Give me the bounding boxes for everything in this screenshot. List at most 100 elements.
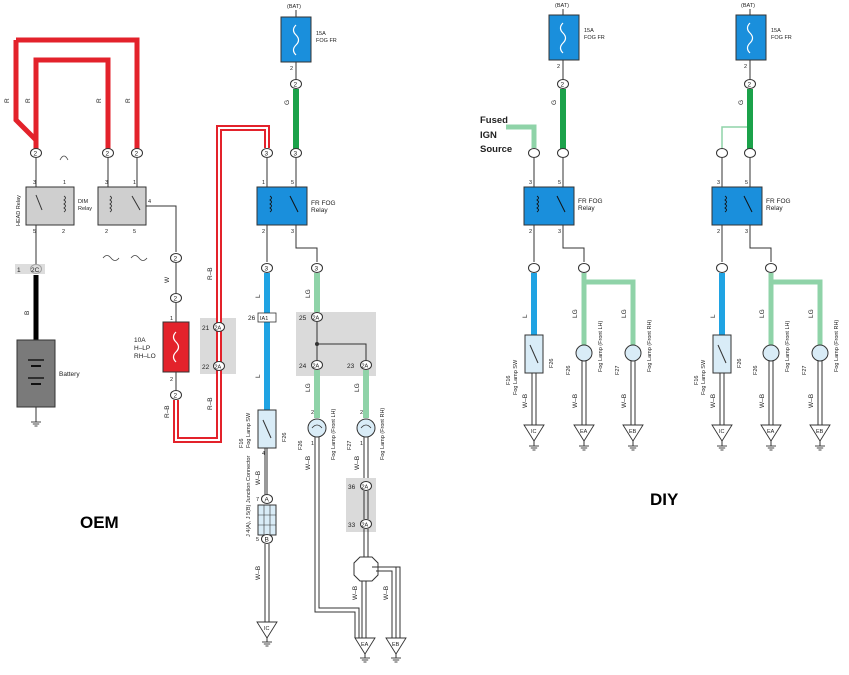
fuse-10a-label: 10A [134,337,146,344]
f26-label-2: F26 [298,441,304,450]
wire-w-label: W [164,276,171,283]
pin-label: 1 [133,180,136,186]
wire-wb-label: W–B [522,394,529,408]
bat-label: (BAT) [555,3,569,9]
conn-label: 2 [748,82,752,89]
wire-wb-label-2: W–B [255,566,262,580]
conn-label: 3 [294,151,298,158]
battery-label: Battery [59,371,80,378]
conn-2a-label: 2A [362,485,369,491]
fog-lamp-lh-label: Fog Lamp (Front LH) [598,320,604,372]
f27-label: F27 [802,366,808,375]
f27-label: F27 [615,366,621,375]
head-relay-label: HEAD Relay [16,195,22,226]
fog-sw-label: Fog Lamp SW [513,359,519,395]
pin-label: 2 [262,229,265,235]
ground-ic-label: IC [531,429,537,435]
conn-label: 2 [561,82,565,89]
rb-wire: 2A 21 2A 22 R–B R–B [173,125,270,443]
dim-relay-label: Relay [78,206,92,212]
conn-2a-label: 2A [362,364,369,370]
wire-b-label: B [24,311,31,315]
relay-label: Relay [578,205,595,212]
wire-g-label: G [284,100,291,105]
wire-g-label: G [738,100,745,105]
conn-label: 3 [265,266,269,273]
wire-wb-label-2: W–B [759,394,766,408]
oem-section: R R R R 2 2 2 HEAD Relay 3 1 5 2 [4,4,407,663]
oem-title: OEM [80,513,119,532]
fog-fr-fuse: (BAT) 15A FOG FR 2 2 G [280,4,337,150]
conn-label: 2 [135,151,139,158]
fr-fog-label: FR FOG [311,200,336,207]
wire-l-label: L [255,294,262,298]
lamp-ground-wiring: W–B W–B 2A 36 2A 33 W–B W–B EA [305,437,407,663]
conn-label: 2 [34,151,38,158]
dim-relay: 3 1 4 2 5 [97,180,177,261]
pin-label: 2 [529,229,532,235]
pin-label: 5 [291,180,294,186]
pin-label: 3 [745,229,748,235]
relay-label: Relay [311,207,328,214]
conn-2a-label: 2A [215,326,222,332]
wire-l-label-2: L [255,374,262,378]
fr-fog-label: FR FOG [578,198,603,205]
conn-2a-label: 2A [362,523,369,529]
pin-22-label: 22 [202,364,210,371]
conn-label: 2 [106,151,110,158]
pin-label: 2 [105,229,108,235]
wire-r-label-4: R [125,98,132,103]
ground-eb-label: EB [816,429,824,435]
fuse-15a-label: 15A [771,28,781,34]
conn-2a-label: 2A [215,365,222,371]
pin-label: 3 [105,180,108,186]
pin-label: 2 [360,410,363,416]
wire-wb-label-3: W–B [808,394,815,408]
fuse-fog-fr-label: FOG FR [771,35,792,41]
ground-ea-label: EA [580,429,588,435]
pin-24-label: 24 [299,363,307,370]
f26-label-2: F26 [753,366,759,375]
fog-lamp-lh-label: Fog Lamp (Front LH) [785,320,791,372]
wire-rb-label: R–B [164,405,171,418]
fuse-15a-label: 15A [584,28,594,34]
dim-label: DIM [78,199,89,205]
relay-label: Relay [766,205,783,212]
wire-l-label: L [710,314,717,318]
pin-label: 2 [717,229,720,235]
pin-label: 2 [290,66,293,72]
ground-eb-label: EB [629,429,637,435]
fog-lamps: 2 F26 Fog Lamp (Front LH) 2 F27 Fog Lamp… [298,408,386,460]
pin-label: 3 [717,180,720,186]
pin-label: 3 [33,180,36,186]
pin-label: 1 [170,316,173,322]
wire-wb-label: W–B [255,471,262,485]
pin-label: 4 [148,199,151,205]
wire-lg-label-2: LG [305,383,312,392]
fr-fog-relay: 3 3 1 5 FR FOG Relay 2 3 [256,148,336,262]
wire-lg-label: LG [572,309,579,318]
pin-label: 5 [745,180,748,186]
wire-r-label-1: R [4,98,11,103]
pin-label: 2 [311,410,314,416]
ground-ea-label: EA [361,642,369,648]
conn-a-label: A [265,497,270,504]
fog-sw-label: Fog Lamp SW [246,412,252,448]
ground-eb-label: EB [392,642,400,648]
ground-ea-label: EA [767,429,775,435]
pin-label: 2 [170,377,173,383]
fog-lamp-rh-label: Fog Lamp (Front RH) [380,408,386,460]
pin-25-label: 25 [299,315,307,322]
junction-connector: A 7 J 4(A), J 5(B) Junction Connector B … [246,456,278,647]
conn-label: 2 [294,82,298,89]
fog-lamp-lh-label: Fog Lamp (Front LH) [331,408,337,460]
wire-lg-label: LG [305,289,312,298]
relay-top-connectors: 2 2 2 [30,148,143,187]
fog-lamp-rh-label: Fog Lamp (Front RH) [647,320,653,372]
h-lp-label: H–LP [134,345,150,352]
f26-label: F26 [282,433,288,442]
conn-label: 2 [174,296,178,303]
pin-label: 2 [557,64,560,70]
source-label: Source [480,144,512,155]
